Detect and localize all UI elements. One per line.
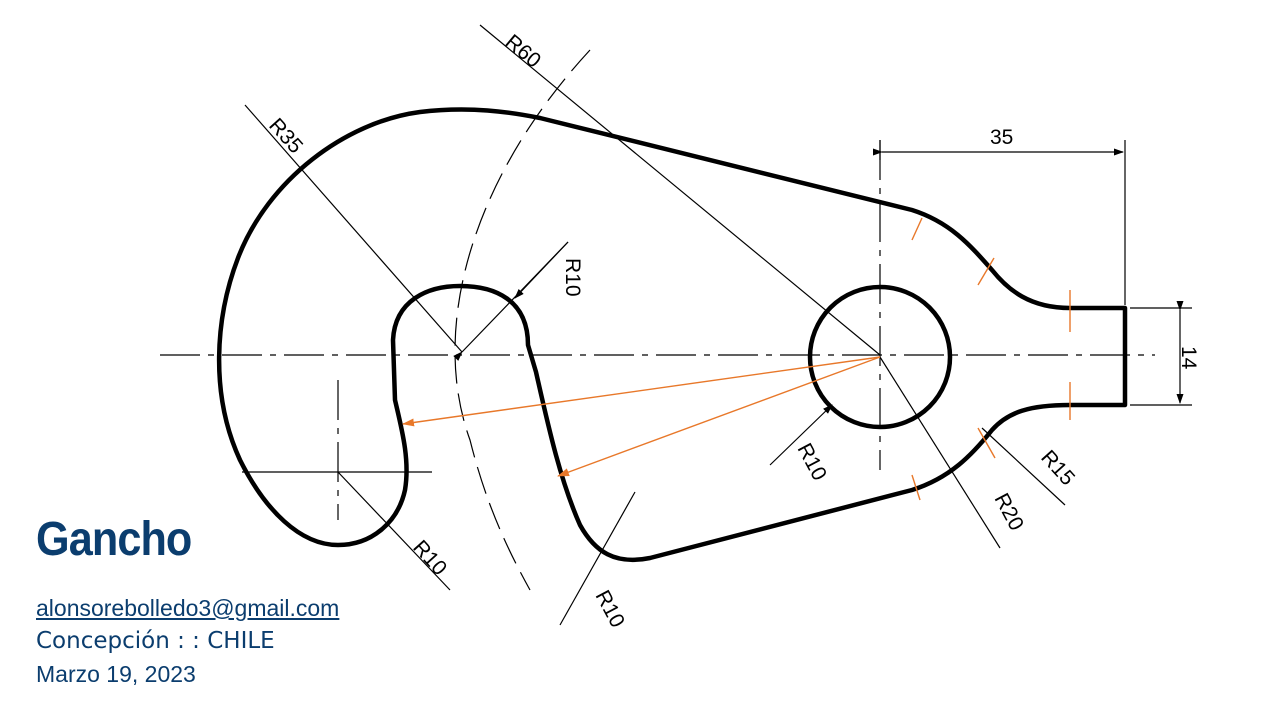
- dim-r15-label: R15: [1036, 446, 1079, 490]
- dim-r35-label: R35: [264, 114, 307, 158]
- dim-14-label: 14: [1177, 346, 1200, 370]
- tangent-tick-1: [911, 217, 923, 241]
- dim-r60-label: R60: [501, 30, 545, 72]
- r60-leader: [479, 24, 881, 356]
- r20-leader: [879, 356, 1001, 549]
- r35-leader: [244, 104, 463, 353]
- r10-hole-leader: [769, 404, 833, 466]
- dim-r20-label: R20: [990, 490, 1028, 535]
- r10-inner-leader-arrow: [514, 241, 569, 299]
- r10-bottom-left-leader: [337, 471, 451, 591]
- tangent-tick-2: [977, 257, 995, 286]
- r60-construction-arc: [454, 49, 591, 591]
- construction-arrow-1: [402, 356, 881, 427]
- r10-bottom-mid-leader: [559, 491, 636, 626]
- dim-r10-hole-label: R10: [793, 440, 831, 485]
- hook-outline: [216, 107, 1128, 563]
- author-location: Concepción : : CHILE: [36, 628, 275, 654]
- author-email-link[interactable]: alonsorebolledo3@gmail.com: [36, 595, 340, 621]
- drawing-title: Gancho: [36, 513, 192, 566]
- tangent-tick-6: [911, 474, 921, 501]
- construction-arrow-2: [557, 356, 881, 477]
- dim-35-label: 35: [990, 126, 1013, 149]
- dim-r10-inner-label: R10: [561, 258, 584, 297]
- r15-leader: [981, 427, 1066, 506]
- tangent-tick-5: [977, 427, 996, 459]
- hole-circle: [807, 284, 953, 430]
- dim-r10-bottom-left-label: R10: [408, 536, 451, 580]
- dim-r10-bottom-mid-label: R10: [591, 587, 629, 632]
- drawing-date: Marzo 19, 2023: [36, 661, 196, 687]
